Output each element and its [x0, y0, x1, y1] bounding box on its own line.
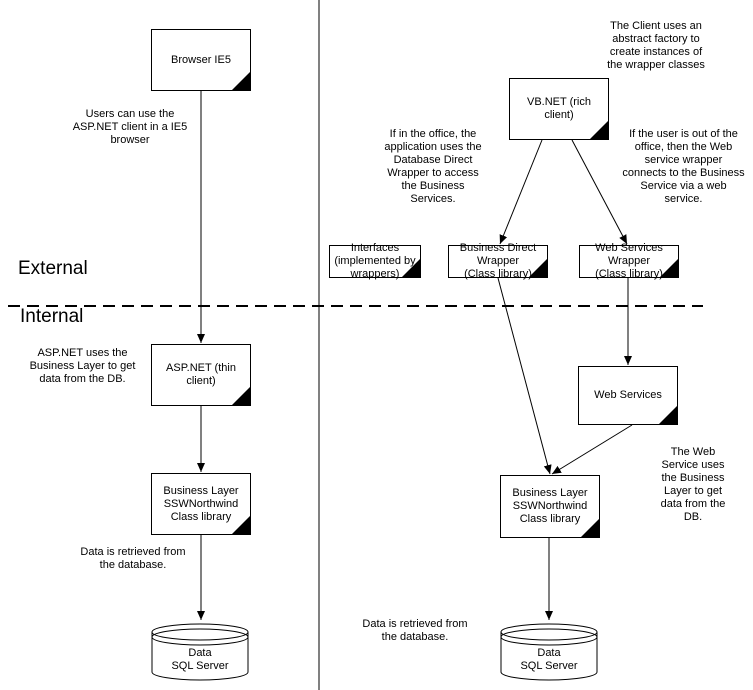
zone-label-internal: Internal [20, 306, 84, 327]
business-direct-wrapper-label: Business Direct Wrapper (Class library) [459, 242, 537, 280]
database-left: Data SQL Server [152, 624, 248, 682]
corner-marker [658, 405, 678, 425]
arrow-vbnet-to-wsw [571, 139, 628, 245]
arrow-bdw-to-business-right [497, 277, 552, 475]
database-right-shape [500, 623, 598, 681]
business-layer-left-box: Business Layer SSWNorthwind Class librar… [151, 473, 251, 535]
note-out-of-office: If the user is out of the office, then t… [622, 128, 745, 205]
zone-label-external: External [18, 258, 88, 279]
browser-ie5-box: Browser IE5 [151, 29, 251, 91]
arrow-vbnet-to-bdw [499, 139, 543, 245]
corner-marker [589, 120, 609, 140]
note-aspnet-uses-business: ASP.NET uses the Business Layer to get d… [29, 347, 136, 385]
note-data-retrieved-left: Data is retrieved from the database. [80, 546, 186, 571]
web-services-label: Web Services [594, 389, 662, 401]
database-left-shape [151, 623, 249, 681]
database-right: Data SQL Server [501, 624, 597, 682]
business-direct-wrapper-box: Business Direct Wrapper (Class library) [448, 242, 548, 280]
business-layer-left-label: Business Layer SSWNorthwind Class librar… [163, 484, 239, 523]
database-right-label: Data SQL Server [520, 647, 578, 672]
business-layer-right-label: Business Layer SSWNorthwind Class librar… [512, 487, 588, 525]
corner-marker [231, 515, 251, 535]
aspnet-thin-client-box: ASP.NET (thin client) [151, 344, 251, 406]
note-users-ie5: Users can use the ASP.NET client in a IE… [72, 108, 188, 146]
note-data-retrieved-right: Data is retrieved from the database. [362, 618, 468, 643]
note-client-abstract-factory: The Client uses an abstract factory to c… [607, 20, 705, 71]
business-layer-right-box: Business Layer SSWNorthwind Class librar… [500, 475, 600, 538]
corner-marker [401, 258, 421, 278]
vbnet-rich-client-box: VB.NET (rich client) [509, 78, 609, 140]
corner-marker [659, 258, 679, 278]
corner-marker [231, 71, 251, 91]
corner-marker [528, 258, 548, 278]
corner-marker [580, 518, 600, 538]
interfaces-label: Interfaces (implemented by wrappers) [334, 242, 416, 280]
web-services-wrapper-box: Web Services Wrapper (Class library) [579, 242, 679, 280]
vbnet-rich-client-label: VB.NET (rich client) [527, 96, 591, 121]
interfaces-box: Interfaces (implemented by wrappers) [329, 242, 421, 280]
arrow-webservices-to-business-right [551, 424, 633, 475]
web-services-box: Web Services [578, 366, 678, 425]
note-webservice-uses-business: The Web Service uses the Business Layer … [660, 446, 726, 523]
note-in-office: If in the office, the application uses t… [384, 128, 482, 205]
aspnet-thin-client-label: ASP.NET (thin client) [166, 362, 236, 387]
database-left-label: Data SQL Server [171, 647, 229, 672]
corner-marker [231, 386, 251, 406]
browser-ie5-label: Browser IE5 [171, 53, 231, 66]
web-services-wrapper-label: Web Services Wrapper (Class library) [595, 242, 663, 280]
